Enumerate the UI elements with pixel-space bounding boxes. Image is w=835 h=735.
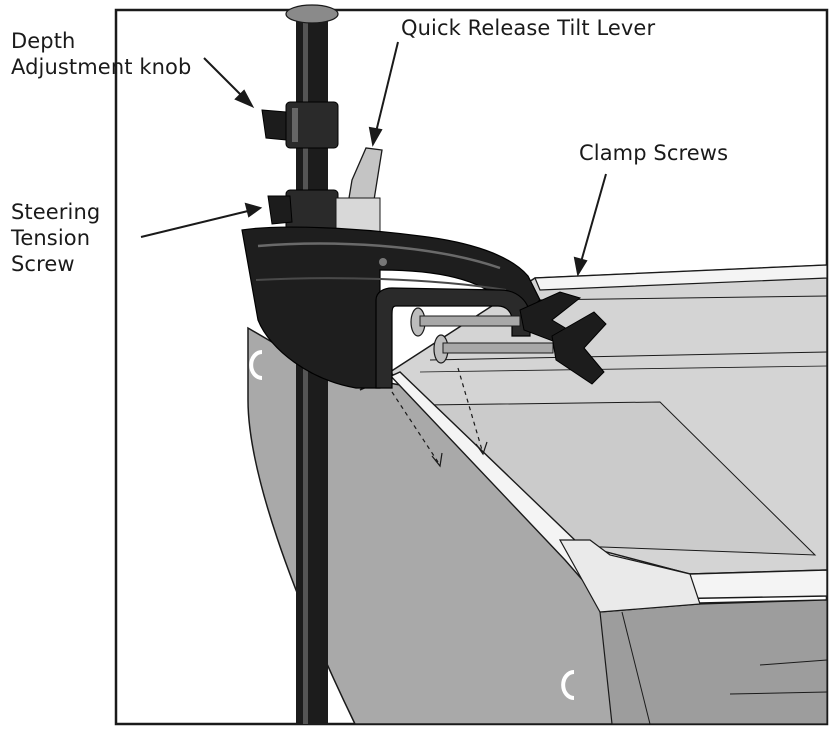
label-line: Depth [11,29,76,53]
depth-collar-highlight [292,108,298,142]
steering-collar [285,189,339,233]
label-line: Clamp Screws [579,141,729,165]
label-line: Tension [11,226,91,250]
label-line: Quick Release Tilt Lever [401,16,656,40]
hull-crease [759,659,828,666]
mounting-guide [457,367,483,451]
deck-seat-line [419,365,828,373]
mount-bracket-highlight [255,277,507,291]
hull-crease [729,691,828,695]
tilt-lever-callout-arrow [368,41,399,147]
label-line: Steering [11,200,101,224]
mount-rivet [379,258,387,266]
motor-head [285,4,339,24]
clamp-screws-label: Clamp Screws [579,140,728,166]
boat-gunwale-top [534,264,828,291]
hull-corner-cap [558,539,701,613]
label-line: Adjustment knob [11,55,192,79]
hull-emblem [249,350,263,380]
steering-tension-screw-label: Steering Tension Screw [11,199,100,277]
quick-release-tilt-lever-label: Quick Release Tilt Lever [401,15,655,41]
clamp-screws-callout-arrow [573,173,607,277]
depth-knob-callout-arrow [203,57,255,109]
deck-seat-line [534,295,828,301]
mount-bracket-highlight [257,242,501,270]
hull-crease [621,611,651,725]
mounting-guide-arrow [475,441,488,456]
hull-emblem [561,670,575,700]
steering-screw-callout-arrow [140,202,263,238]
label-line: Screw [11,252,75,276]
deck-seat-line [429,351,828,361]
depth-adjustment-knob [261,109,287,141]
mounting-guide-arrow [431,452,443,468]
depth-adjustment-knob-label: Depth Adjustment knob [11,28,191,80]
mounting-guide [391,391,439,463]
steering-tension-screw [267,195,293,225]
clamp-screw-lower [433,311,607,385]
